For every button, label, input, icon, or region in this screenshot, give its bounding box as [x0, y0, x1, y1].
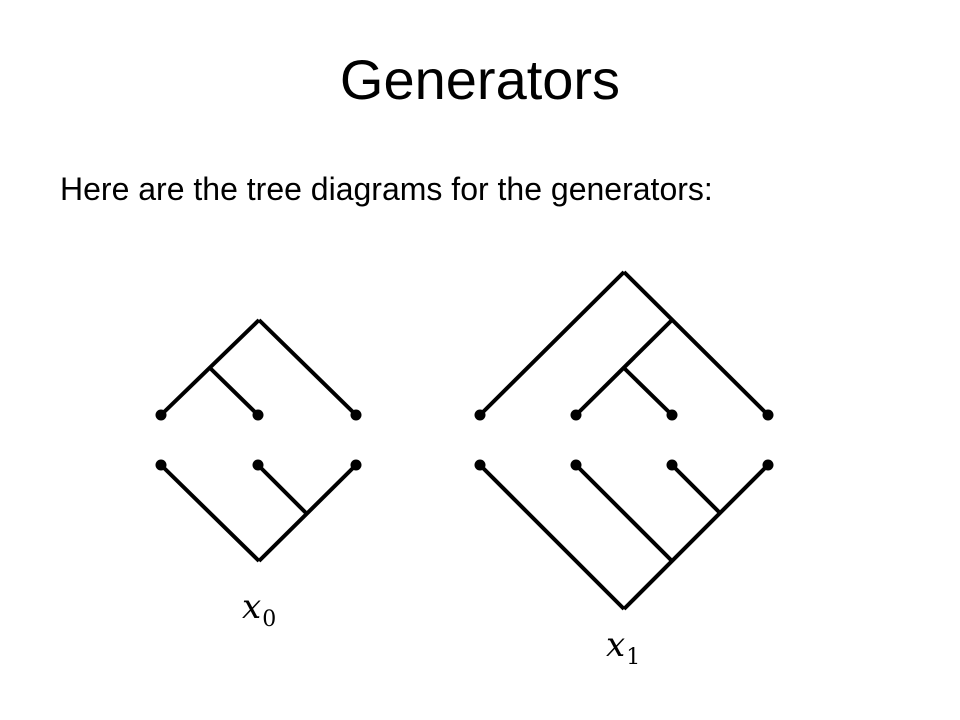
- x1-top-tree: [474, 270, 774, 421]
- x0-bottom-tree: [155, 459, 362, 563]
- x1-bottom-tree: [474, 459, 774, 611]
- tree-diagram-x1: x1: [474, 270, 774, 670]
- leaf-node: [155, 409, 167, 421]
- bullet-text: Here are the tree diagrams for the gener…: [60, 171, 713, 207]
- leaf-node: [762, 459, 774, 471]
- x0-label: x0: [242, 587, 276, 632]
- leaf-node: [570, 459, 582, 471]
- leaf-node: [155, 459, 167, 471]
- x1-label: x1: [606, 625, 640, 670]
- leaf-node: [666, 459, 678, 471]
- slide-title: Generators: [339, 48, 621, 111]
- leaf-node: [666, 409, 678, 421]
- leaf-node: [350, 409, 362, 421]
- leaf-node: [350, 459, 362, 471]
- leaf-node: [762, 409, 774, 421]
- leaf-node: [570, 409, 582, 421]
- leaf-node: [474, 459, 486, 471]
- leaf-node: [474, 409, 486, 421]
- leaf-node: [252, 409, 264, 421]
- x0-top-tree: [155, 318, 362, 421]
- leaf-node: [252, 459, 264, 471]
- tree-diagram-x0: x0: [155, 318, 362, 632]
